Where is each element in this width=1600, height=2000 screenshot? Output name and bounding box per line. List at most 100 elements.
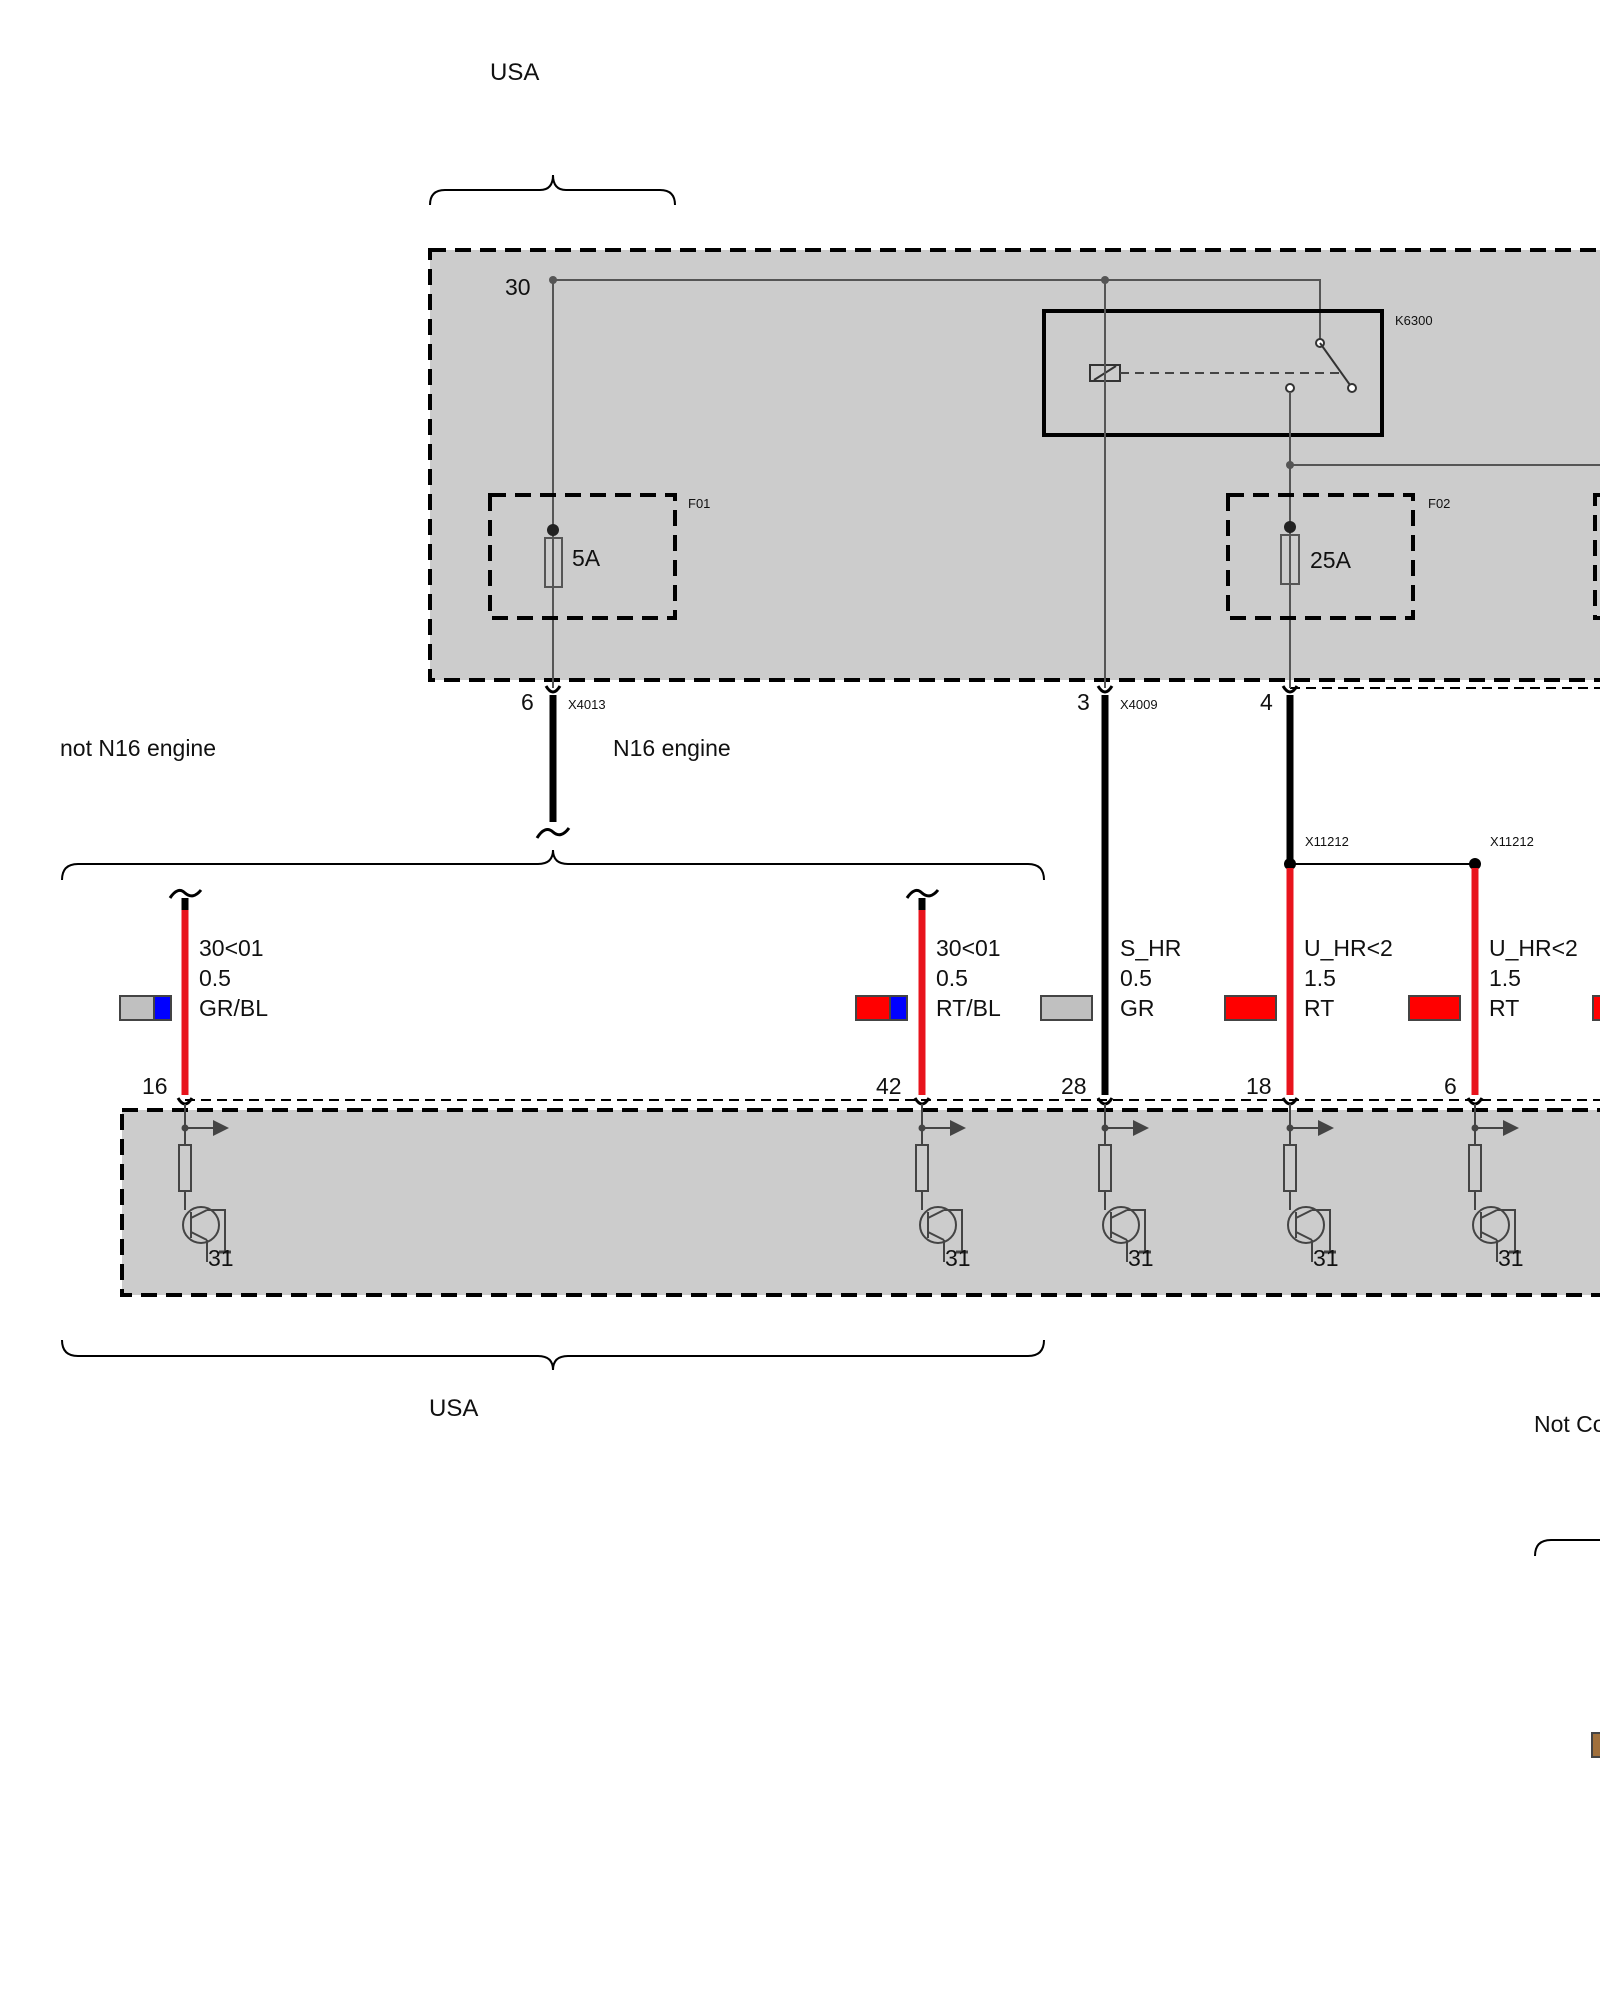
wire-1-swatch-a [119,995,155,1021]
pin-42: 42 [876,1073,902,1099]
stage-2-arrow-icon [950,1120,966,1136]
connector-x4013-symbol [544,685,562,694]
fuse-f02-id: F02 [1428,496,1450,511]
stage-3-transistor-icon [1102,1206,1140,1244]
right-region-brace-partial [1534,1539,1600,1557]
stage-4-ground-label: 31 [1313,1245,1339,1271]
wire-4-size: 1.5 [1304,965,1336,991]
stage-3-transistor-emitter [1110,1231,1128,1241]
relay-output-node [1286,461,1294,469]
junction-x11212-a [1284,858,1296,870]
stage-1-transistor-collector [190,1209,208,1219]
connector-x4009-id: X4009 [1120,697,1158,712]
stage-1-transistor-icon [182,1206,220,1244]
pin-6: 6 [1444,1073,1457,1099]
stage-2-transistor-collector [927,1209,945,1219]
top-region-brace [429,174,676,206]
right-engine-label: N16 engine [613,735,731,761]
stage-1-ground-label: 31 [208,1245,234,1271]
bus-30-line [553,279,1321,340]
fuse-f02-box [1226,493,1415,620]
junction-x11212-a-id: X11212 [1305,834,1349,849]
wire-30-01-grbl-break [168,888,203,899]
wire-5-swatch [1408,995,1461,1021]
connector-x4009-symbol [1096,685,1114,694]
lower-module-box [120,1108,1600,1297]
wire-2-size: 0.5 [936,965,968,991]
stage-5-transistor-emitter [1480,1231,1498,1241]
pin-16: 16 [142,1073,168,1099]
junction-x11212-b [1469,858,1481,870]
connector-x4013-pin: 6 [521,689,534,715]
wire-4-color: RT [1304,995,1334,1021]
connector-x4013-id: X4013 [568,697,606,712]
stage-2-ground-label: 31 [945,1245,971,1271]
junction-x11212-b-id: X11212 [1490,834,1534,849]
left-engine-label: not N16 engine [60,735,216,761]
fuse-f02-rating: 25A [1310,547,1352,573]
stage-4-transistor-collector [1295,1209,1313,1219]
bottom-region-brace [61,1339,1045,1371]
connector-pin4-label: 4 [1260,689,1273,715]
stage-3-collector-line [1127,1209,1146,1252]
stage-1-arrow-icon [213,1120,229,1136]
stage-2-collector-line [944,1209,963,1252]
stage-5-collector-line [1497,1209,1516,1252]
wire-1-signal: 30<01 [199,935,264,961]
connector-x4009-pin: 3 [1077,689,1090,715]
stage-5-arrow-icon [1503,1120,1519,1136]
wire-3-size: 0.5 [1120,965,1152,991]
bottom-region-label: USA [429,1395,478,1422]
fuse-f01-box [488,493,677,620]
wire-2-swatch-a [855,995,891,1021]
fuse-f02-icon [1280,534,1300,585]
wire-30-01-rtbl-group [905,888,940,1095]
stage-4-arrow-icon [1318,1120,1334,1136]
stage-2-transistor-icon [919,1206,957,1244]
terminal-30-label: 30 [505,274,531,300]
wire-label-4: U_HR<2 1.5 RT [1224,935,1393,1021]
top-region-label: USA [490,59,539,86]
stage-3-ground-label: 31 [1128,1245,1154,1271]
wire-1-color: GR/BL [199,995,268,1021]
wire-30-01-rtbl-break [905,888,940,899]
fuse-f03-partial-box [1593,493,1600,620]
brown-swatch-partial [1591,1732,1600,1758]
relay-switch-end [1347,383,1357,393]
stage-5-transistor-collector [1480,1209,1498,1219]
engine-option-brace [61,849,1045,881]
wire-label-2: 30<01 0.5 RT/BL [855,935,1001,1021]
wire-5-size: 1.5 [1489,965,1521,991]
input-stages: 31 31 31 31 31 [176,1097,1524,1271]
stage-1-transistor-emitter [190,1231,208,1241]
stage-2-transistor-emitter [927,1231,945,1241]
stage-4-collector-line [1312,1209,1331,1252]
wire-2-color: RT/BL [936,995,1001,1021]
wire-2-signal: 30<01 [936,935,1001,961]
fuse-f01-rating: 5A [572,545,601,571]
relay-box [1042,309,1384,437]
pin-28: 28 [1061,1073,1087,1099]
stage-4-transistor-emitter [1295,1231,1313,1241]
pin-18: 18 [1246,1073,1272,1099]
wire-30-01-grbl-group [168,888,203,1095]
fuse-f01-id: F01 [688,496,710,511]
wire-3-color: GR [1120,995,1155,1021]
wire-5-signal: U_HR<2 [1489,935,1578,961]
wire-5-color: RT [1489,995,1519,1021]
wire-1-size: 0.5 [199,965,231,991]
wire-1-swatch-b [153,995,172,1021]
stage-1-collector-line [207,1209,226,1252]
fuse-f02-node [1284,521,1296,533]
wire-4-swatch [1224,995,1277,1021]
wire-label-5: U_HR<2 1.5 RT [1408,935,1578,1021]
fuse-f01-icon [544,537,563,588]
relay-switch-arm [1319,342,1351,386]
stage-5-ground-label: 31 [1498,1245,1524,1271]
wire-4-signal: U_HR<2 [1304,935,1393,961]
wire-x4013-break [535,827,571,839]
wire-6-swatch-partial [1592,995,1600,1021]
stage-5-transistor-icon [1472,1206,1510,1244]
wire-label-3: S_HR 0.5 GR [1040,935,1181,1021]
